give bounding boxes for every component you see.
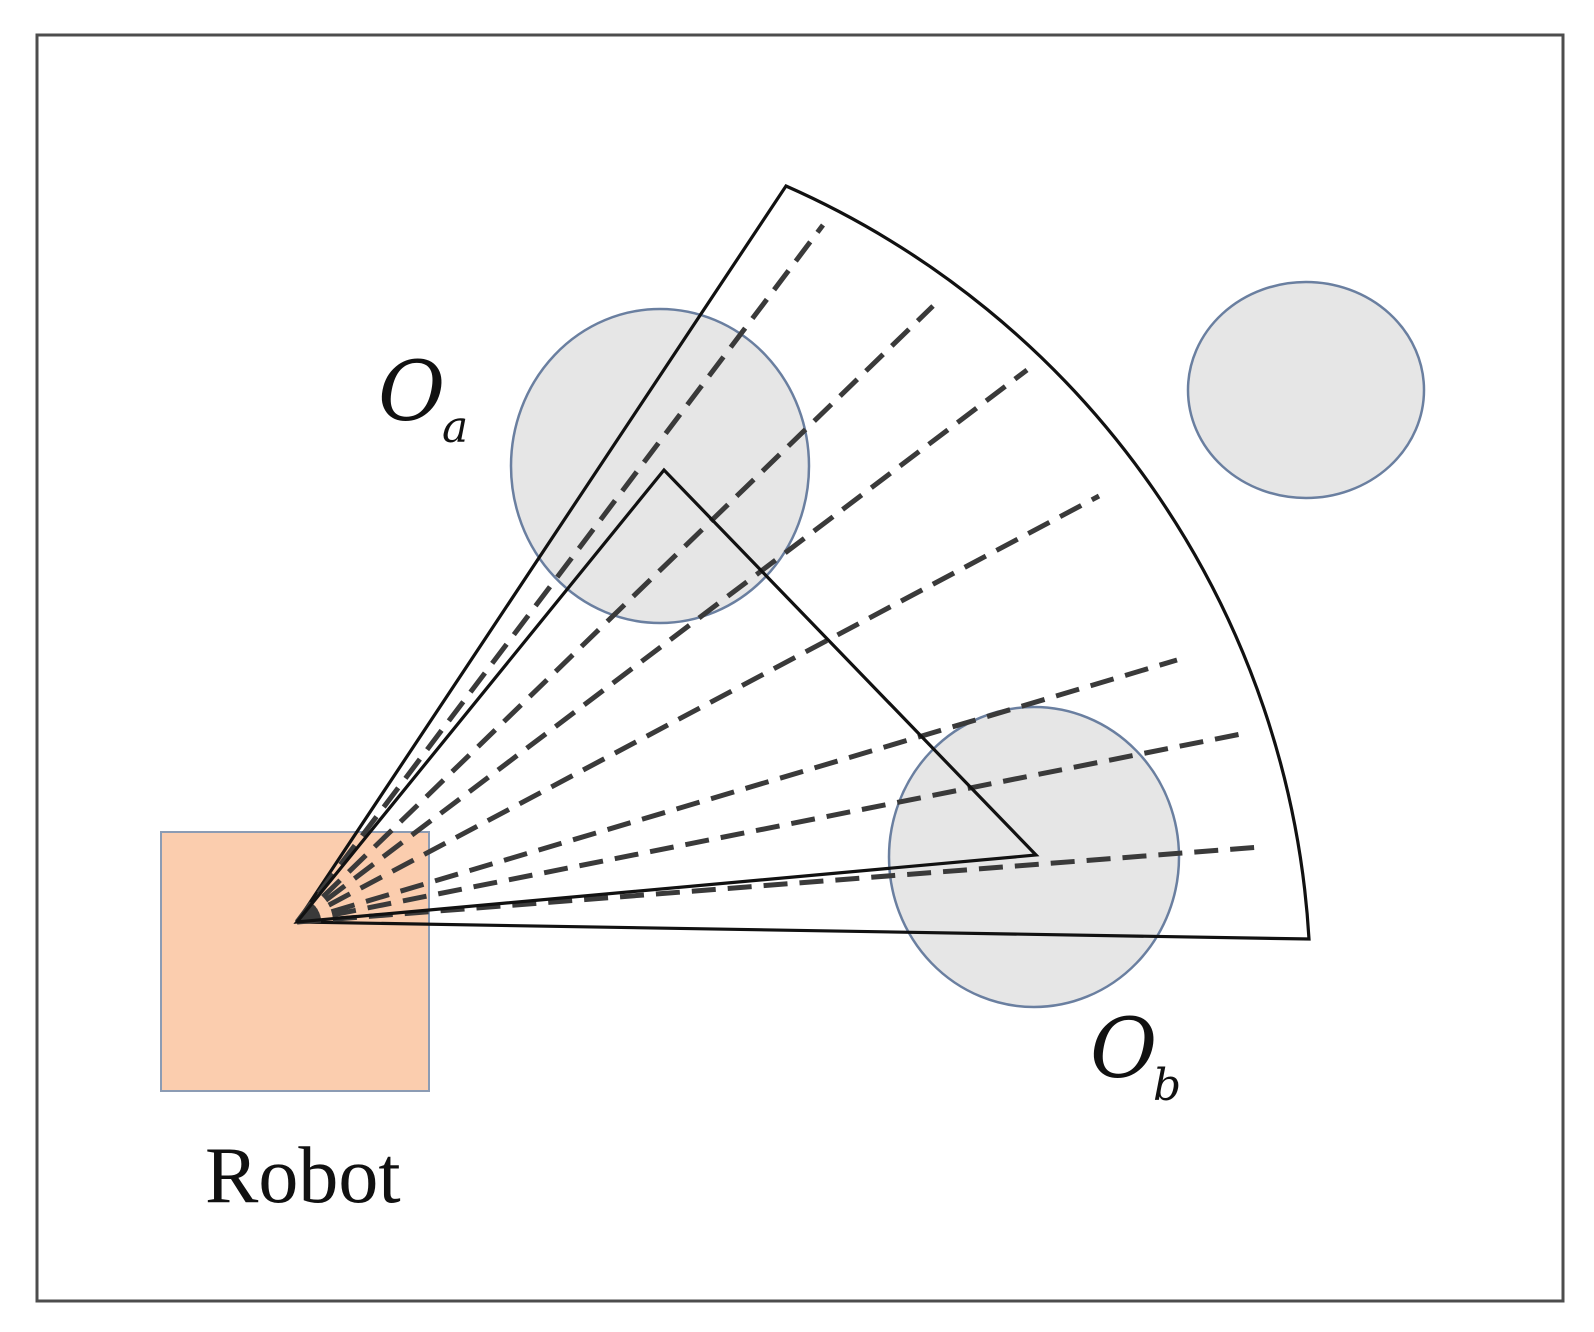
obstacle-b-subscript: b [1153,1060,1181,1111]
diagram-frame [35,33,1565,1303]
sensor-ray [295,368,1029,924]
obstacle-c [1186,280,1426,500]
obstacle-b-label: O [1090,1002,1157,1097]
sensor-ray [296,657,1178,925]
sensor-ray [295,304,935,924]
robot-body [160,831,430,1092]
free-path-polygon [293,467,1040,924]
sensor-ray [296,844,1261,925]
sensor-rays [295,223,1261,925]
obstacle-a-label: O [378,345,445,440]
robot-label: Robot [205,1132,401,1220]
sensor-sector-outline [294,183,1311,941]
sensor-ray [295,223,825,924]
sensor-ray [296,730,1247,925]
sensor-ray [295,493,1101,925]
obstacle-a-subscript: a [442,402,468,453]
